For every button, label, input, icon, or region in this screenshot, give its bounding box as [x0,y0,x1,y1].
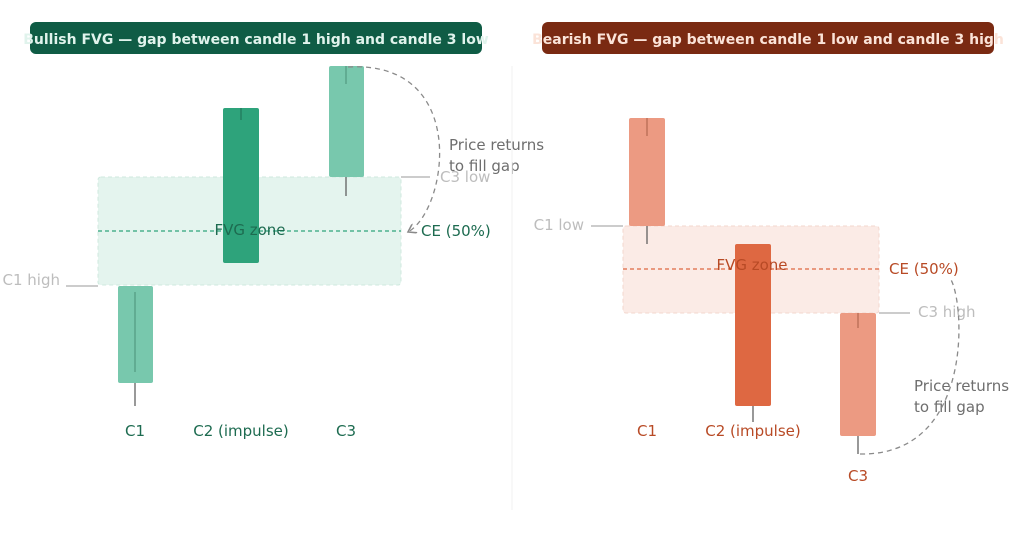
bearish-panel: Bearish FVG — gap between candle 1 low a… [532,22,1009,485]
bearish-c3-label: C3 [848,467,868,485]
bullish-c2-label: C2 (impulse) [193,422,289,440]
bearish-c2-body [735,244,771,406]
bullish-zone-label: FVG zone [214,221,285,239]
bearish-title-badge [542,22,994,54]
bearish-c3-level-label: C3 high [918,303,976,321]
bearish-c2-label: C2 (impulse) [705,422,801,440]
bearish-c3-body [840,313,876,436]
bearish-ce-label: CE (50%) [889,260,959,278]
bullish-c3-body [329,66,364,177]
bullish-title: Bullish FVG — gap between candle 1 high … [23,32,489,48]
bullish-c1-level-label: C1 high [3,271,61,289]
bearish-c1-label: C1 [637,422,657,440]
bullish-ce-label: CE (50%) [421,222,491,240]
bearish-note-line1: Price returns [914,377,1009,395]
bullish-c3-level-label: C3 low [440,168,490,186]
bullish-c2-body [223,108,259,263]
bearish-title: Bearish FVG — gap between candle 1 low a… [532,32,1004,48]
bearish-note-line2: to fill gap [914,398,985,416]
bullish-return-arrow [347,66,441,232]
bearish-return-arrow [859,277,960,455]
bullish-title-badge [30,22,482,54]
bearish-c1-level-label: C1 low [534,216,584,234]
bullish-c3-label: C3 [336,422,356,440]
bullish-c1-label: C1 [125,422,145,440]
bearish-c1-body [629,118,665,226]
bullish-note-line1: Price returns [449,136,544,154]
bearish-zone-label: FVG zone [716,256,787,274]
bullish-note-line2: to fill gap [449,157,520,175]
bullish-panel: Bullish FVG — gap between candle 1 high … [3,22,544,440]
